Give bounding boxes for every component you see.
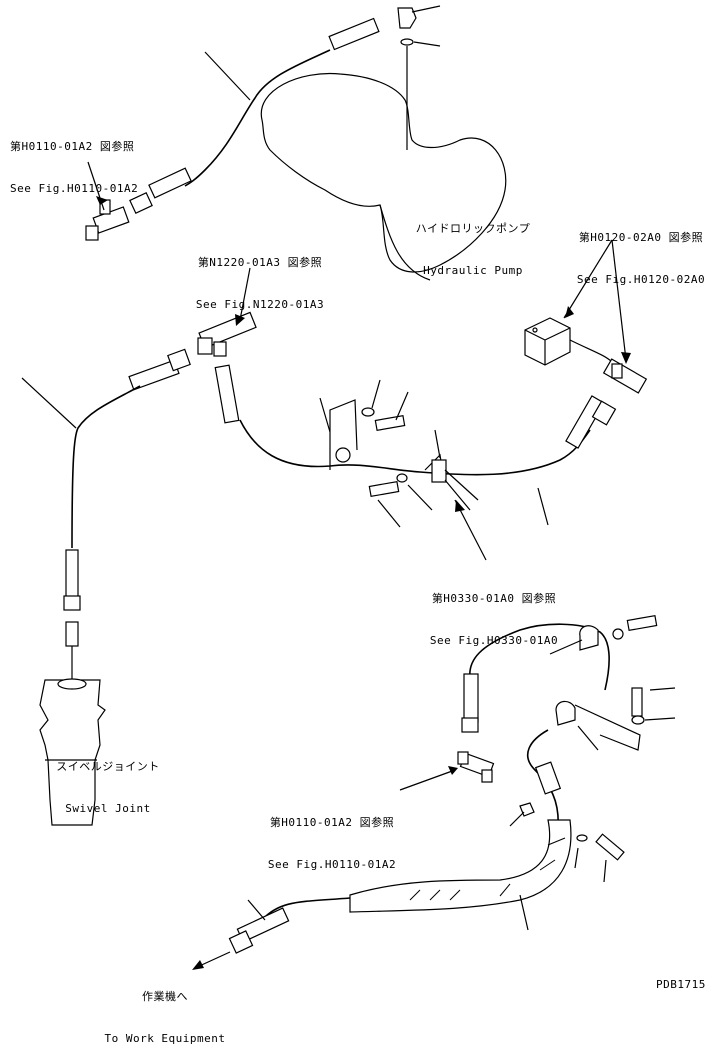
hose-to-swivel <box>21 348 191 680</box>
tee-fitting-bottom <box>399 751 495 791</box>
swivel-joint-label: スイベルジョイント Swivel Joint <box>28 732 188 830</box>
clamp-bracket-left <box>319 379 409 470</box>
work-equipment-hose <box>192 623 610 970</box>
ref-n1220-en: See Fig.N1220-01A3 <box>195 298 325 311</box>
pump-top-fitting <box>328 5 441 150</box>
bottom-right-clamps <box>509 614 676 883</box>
work-equipment-en: To Work Equipment <box>104 1032 226 1045</box>
pump-hose <box>129 49 331 214</box>
ref-n1220: 第N1220-01A3 図参照 See Fig.N1220-01A3 <box>170 228 350 326</box>
valve-block <box>524 239 648 394</box>
ref-h0110-top: 第H0110-01A2 図参照 See Fig.H0110-01A2 <box>10 112 138 210</box>
ref-h0110-top-jp: 第H0110-01A2 図参照 <box>10 140 135 153</box>
hydraulic-pump-outline <box>260 72 507 281</box>
hydraulic-pump-label: ハイドロリックポンプ Hydraulic Pump <box>398 194 548 292</box>
drawing-code: PDB1715 <box>656 978 706 991</box>
ref-h0330-en: See Fig.H0330-01A0 <box>429 634 559 647</box>
hydraulic-piping-diagram <box>21 5 676 970</box>
ref-h0120-jp: 第H0120-02A0 図参照 <box>578 231 704 244</box>
tee-fitting-top <box>85 161 130 241</box>
swivel-joint-body <box>39 678 106 826</box>
swivel-joint-jp: スイベルジョイント <box>56 760 160 773</box>
ref-h0120-en: See Fig.H0120-02A0 <box>576 273 706 286</box>
ref-h0110-top-en: See Fig.H0110-01A2 <box>10 182 139 195</box>
tee-fitting-n1220 <box>197 267 257 357</box>
clamp-bracket-right <box>368 429 549 561</box>
ref-h0110-bottom-en: See Fig.H0110-01A2 <box>267 858 397 871</box>
work-equipment-label: 作業機へ To Work Equipment <box>80 962 250 1060</box>
clamped-hose <box>214 364 617 476</box>
swivel-joint-en: Swivel Joint <box>65 802 151 815</box>
ref-h0330: 第H0330-01A0 図参照 See Fig.H0330-01A0 <box>406 564 582 662</box>
hydraulic-pump-jp: ハイドロリックポンプ <box>415 222 531 235</box>
ref-h0120: 第H0120-02A0 図参照 See Fig.H0120-02A0 <box>558 203 724 301</box>
ref-n1220-jp: 第N1220-01A3 図参照 <box>197 256 323 269</box>
ref-h0110-bottom: 第H0110-01A2 図参照 See Fig.H0110-01A2 <box>246 788 418 886</box>
work-equipment-jp: 作業機へ <box>142 990 188 1003</box>
ref-h0110-bottom-jp: 第H0110-01A2 図参照 <box>269 816 395 829</box>
ref-h0330-jp: 第H0330-01A0 図参照 <box>431 592 557 605</box>
hydraulic-pump-en: Hydraulic Pump <box>423 264 523 277</box>
